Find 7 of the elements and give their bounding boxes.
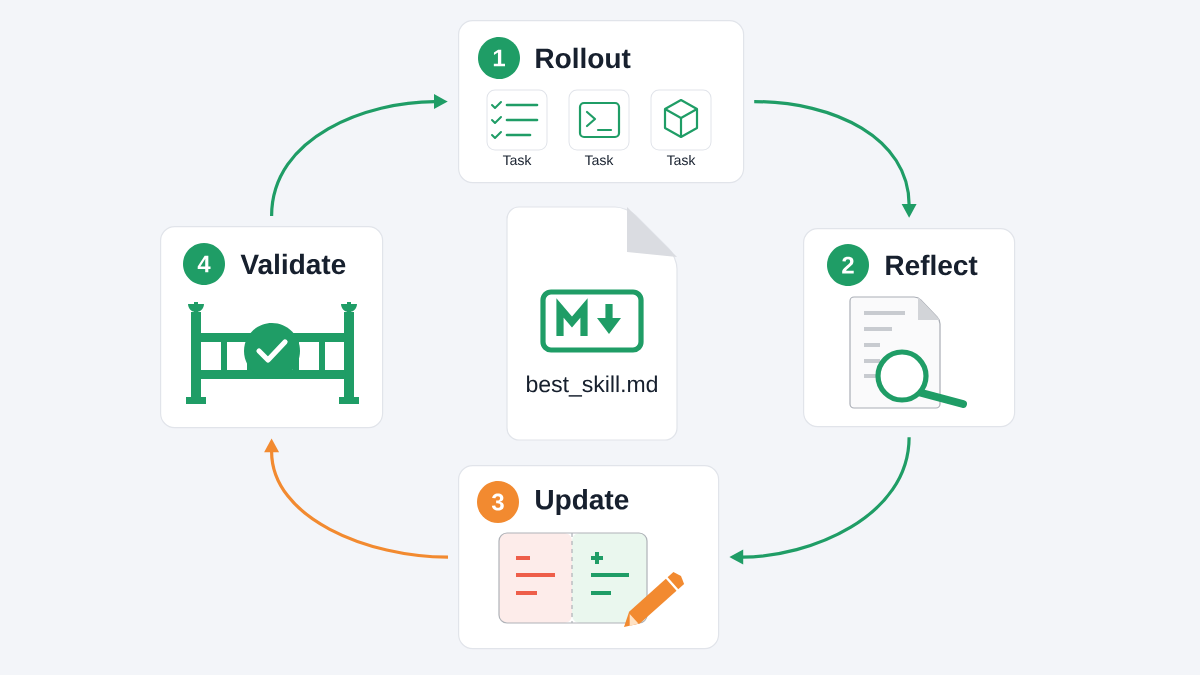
number-badge: 4 [183,243,225,285]
task-label: Task [584,154,614,166]
number-badge: 2 [827,244,869,286]
number-badge: 3 [477,481,519,523]
task-label: Task [502,154,532,166]
number-badge: 1 [478,37,520,79]
task-label: Task [666,154,696,166]
